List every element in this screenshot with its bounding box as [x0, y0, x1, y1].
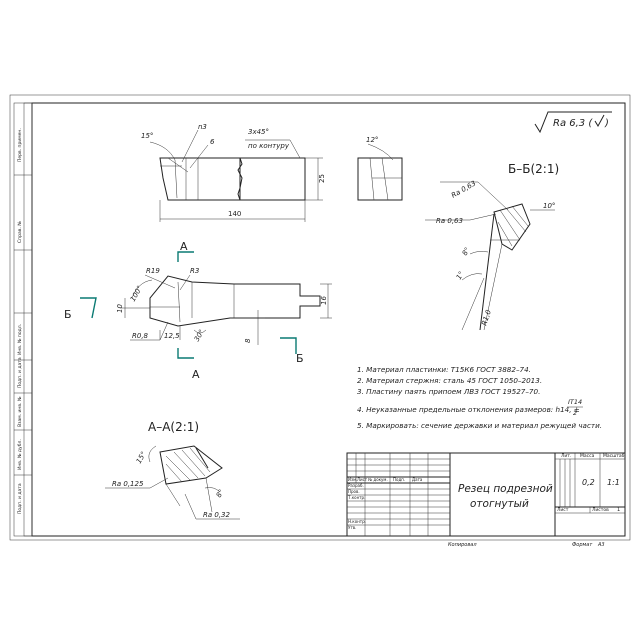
section-arrow-b-left — [80, 297, 97, 319]
scale-value: 1:1 — [607, 478, 620, 487]
dim-16: 16 — [320, 296, 328, 305]
dim-25: 25 — [318, 174, 326, 183]
note-line: 4. Неуказанные предельные отклонения раз… — [357, 405, 580, 414]
note-line: 5. Маркировать: сечение державки и матер… — [357, 421, 602, 430]
strip-label: Инв. № дубл. — [17, 439, 23, 470]
side-view: 12° — [357, 136, 403, 201]
note-line: 2. Материал стержня: сталь 45 ГОСТ 1050–… — [357, 376, 542, 385]
part-name-line2: отогнутый — [470, 498, 529, 510]
strip-label: Инв. № подл. — [17, 324, 23, 355]
angle-8-b: 8° — [461, 246, 472, 257]
roughness-symbol: Ra 6,3 ( ) — [534, 111, 612, 134]
strip-label: Подп. и дата — [17, 483, 23, 514]
ra-a-left: Ra 0,125 — [112, 480, 144, 488]
format-label: Формат — [572, 542, 593, 548]
angle-15: 15° — [141, 132, 153, 140]
tolerance-denominator: 2 — [573, 409, 577, 417]
copied-label: Копировал — [448, 542, 477, 548]
section-label-a-bottom: А — [192, 368, 200, 381]
contour-note: по контуру — [248, 142, 290, 150]
section-a-title: А–А(2:1) — [148, 420, 199, 434]
angle-12: 12° — [366, 136, 378, 144]
check-mark-icon — [594, 114, 605, 128]
r08: R0,8 — [132, 332, 149, 340]
roughness-suffix: ) — [604, 118, 609, 129]
col-doc: № докум. — [368, 477, 388, 482]
section-label-a-top: А — [180, 240, 188, 253]
label-6: 6 — [210, 138, 215, 146]
strip-label: Перв. примен. — [17, 128, 23, 162]
dim-10: 10 — [116, 304, 124, 313]
roughness-label: Ra 6,3 ( — [553, 118, 593, 129]
strip-label: Подп. и дата — [17, 357, 23, 388]
angle-1-b: 1° — [455, 270, 466, 281]
dim-140: 140 — [228, 210, 241, 218]
note-line: 1. Материал пластинки: Т15К6 ГОСТ 3882–7… — [357, 365, 531, 374]
sheets-label: Листов — [592, 507, 609, 513]
section-arrow-a-top — [177, 251, 194, 262]
scale-label: Масштаб — [603, 453, 625, 459]
row-nkontr: Н.контр. — [348, 519, 366, 524]
section-b-title: Б–Б(2:1) — [508, 162, 559, 176]
format-value: А3 — [597, 542, 605, 548]
dim-8: 8 — [244, 338, 252, 343]
outer-frame — [9, 94, 631, 541]
front-view: 25 140 3x45° по контуру 15° n3 6 — [141, 123, 326, 222]
mass-label: Масса — [580, 453, 595, 459]
mass-value: 0,2 — [582, 478, 595, 487]
chamfer-note: 3x45° — [248, 128, 269, 136]
left-strip: Перв. примен. Справ. № Подп. и дата Инв.… — [13, 102, 33, 537]
angle-10: 10° — [543, 202, 555, 210]
section-arrow-b-right — [280, 337, 297, 354]
section-label-b-left: Б — [64, 308, 72, 321]
row-tkontr: Т.контр. — [347, 495, 365, 500]
section-a-view: А–А(2:1) 15° 8° Ra 0,125 Ra 0,32 — [105, 420, 240, 520]
ra-b-b: Ra 0,63 — [436, 217, 463, 225]
col-list: Лист — [357, 477, 368, 482]
col-sign: Подп. — [393, 477, 405, 482]
technical-notes: 1. Материал пластинки: Т15К6 ГОСТ 3882–7… — [357, 365, 602, 430]
angle-8-a: 8° — [215, 488, 226, 499]
strip-label: Взам. инв. № — [17, 396, 23, 427]
tolerance-numerator: IT14 — [568, 398, 582, 406]
r19: R19 — [146, 267, 160, 275]
row-razrab: Разраб. — [348, 483, 364, 488]
title-block: Изм. Лист № докум. Подп. Дата Разраб. Пр… — [346, 452, 626, 537]
dim-12-5: 12,5 — [164, 332, 180, 340]
part-name-line1: Резец подрезной — [458, 483, 553, 495]
note-line: 3. Пластину паять припоем ЛВЗ ГОСТ 19527… — [357, 387, 540, 396]
col-date: Дата — [412, 477, 423, 482]
label-n3: n3 — [198, 123, 207, 131]
ra-a-right: Ra 0,32 — [203, 511, 231, 519]
row-prov: Пров. — [348, 489, 360, 494]
sheets-value: 1 — [617, 507, 620, 513]
col-izm: Изм. — [348, 477, 357, 482]
r3: R3 — [190, 267, 199, 275]
section-arrow-a-bottom — [177, 348, 194, 359]
section-label-b-right: Б — [296, 352, 304, 365]
row-utv: Утв. — [348, 525, 356, 530]
lit-label: Лит. — [561, 453, 571, 459]
strip-label: Справ. № — [17, 221, 23, 243]
sheet-label: Лист — [557, 507, 569, 513]
